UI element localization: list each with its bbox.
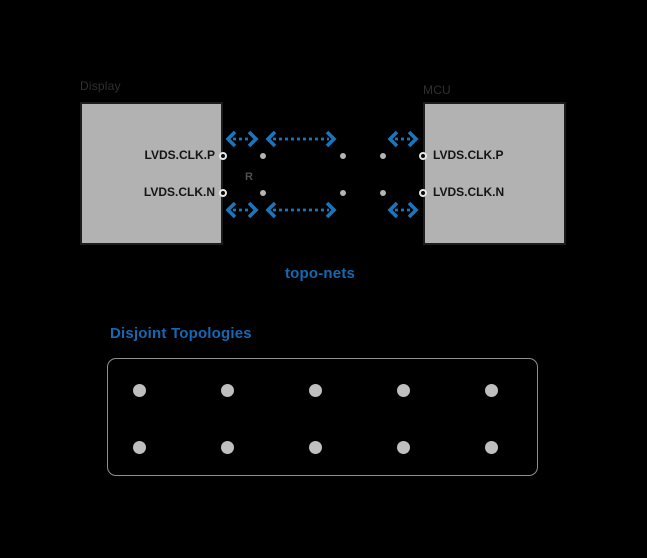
display-pin-clk-p bbox=[218, 151, 227, 160]
disjoint-topologies-heading: Disjoint Topologies bbox=[110, 325, 252, 342]
mcu-pin-clk-p bbox=[419, 151, 427, 160]
length-arrow-icon bbox=[265, 201, 337, 219]
display-pin-label-clk-n: LVDS.CLK.N bbox=[143, 185, 215, 199]
mcu-box bbox=[423, 102, 566, 245]
net-vertex bbox=[379, 152, 386, 159]
length-arrow-icon bbox=[225, 201, 259, 219]
length-arrow-icon bbox=[265, 130, 337, 148]
topology-node bbox=[220, 383, 234, 397]
topology-node bbox=[220, 440, 234, 454]
net-vertex bbox=[379, 189, 386, 196]
net-vertex bbox=[260, 152, 266, 159]
net-vertex bbox=[260, 189, 266, 196]
topology-node bbox=[132, 440, 146, 454]
display-pin-label-clk-p: LVDS.CLK.P bbox=[144, 148, 215, 162]
topology-node bbox=[484, 383, 498, 397]
mcu-pin-clk-n bbox=[419, 188, 427, 197]
topo-nets-caption: topo-nets bbox=[284, 265, 356, 282]
display-pin-clk-n bbox=[218, 188, 227, 197]
topology-node bbox=[484, 440, 498, 454]
length-arrow-icon bbox=[225, 130, 259, 148]
display-box bbox=[80, 102, 223, 245]
disjoint-topologies-box bbox=[107, 358, 538, 476]
mcu-pin-label-clk-p: LVDS.CLK.P bbox=[433, 148, 504, 162]
resistor-label: R bbox=[245, 171, 253, 183]
topology-node bbox=[396, 383, 410, 397]
topology-node bbox=[396, 440, 410, 454]
topology-node bbox=[308, 440, 322, 454]
display-box-title: Display bbox=[80, 79, 121, 93]
topology-node bbox=[308, 383, 322, 397]
mcu-pin-label-clk-n: LVDS.CLK.N bbox=[433, 185, 505, 199]
length-arrow-icon bbox=[387, 130, 419, 148]
length-arrow-icon bbox=[387, 201, 419, 219]
topology-node bbox=[132, 383, 146, 397]
net-vertex bbox=[340, 189, 346, 196]
net-vertex bbox=[340, 152, 346, 159]
mcu-box-title: MCU bbox=[423, 83, 451, 97]
